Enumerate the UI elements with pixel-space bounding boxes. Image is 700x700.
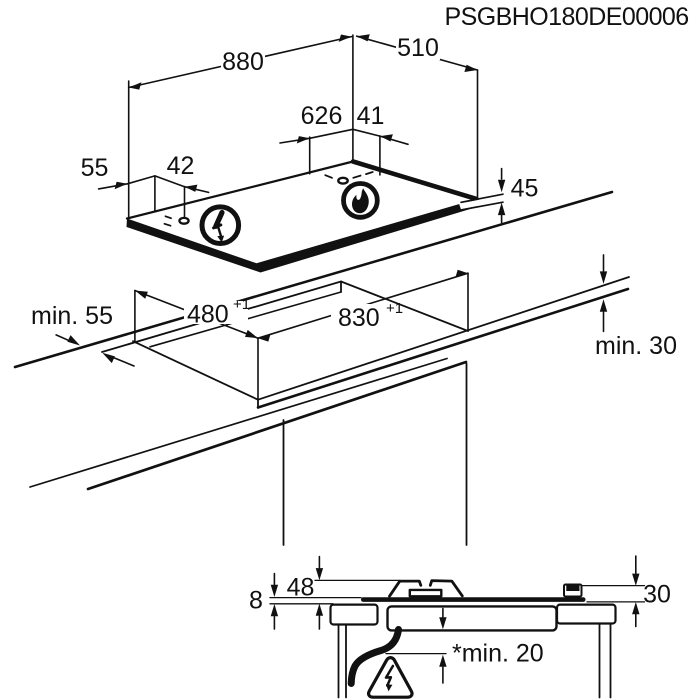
svg-text:48: 48 (287, 574, 315, 602)
svg-text:830: 830 (338, 304, 380, 332)
svg-text:626: 626 (301, 102, 343, 130)
svg-text:*min. 20: *min. 20 (452, 640, 544, 668)
svg-text:41: 41 (357, 102, 385, 130)
svg-text:880: 880 (222, 48, 264, 76)
svg-text:42: 42 (167, 152, 195, 180)
svg-text:+1: +1 (233, 296, 250, 313)
svg-text:+1: +1 (386, 300, 403, 317)
svg-text:45: 45 (511, 175, 539, 203)
svg-text:30: 30 (643, 581, 671, 609)
svg-text:510: 510 (397, 34, 439, 62)
svg-text:min. 30: min. 30 (595, 332, 677, 360)
svg-text:55: 55 (81, 154, 109, 182)
svg-text:480: 480 (187, 301, 229, 329)
svg-text:min. 55: min. 55 (31, 302, 113, 330)
svg-text:PSGBHO180DE00006: PSGBHO180DE00006 (445, 3, 689, 31)
svg-text:8: 8 (249, 587, 263, 615)
